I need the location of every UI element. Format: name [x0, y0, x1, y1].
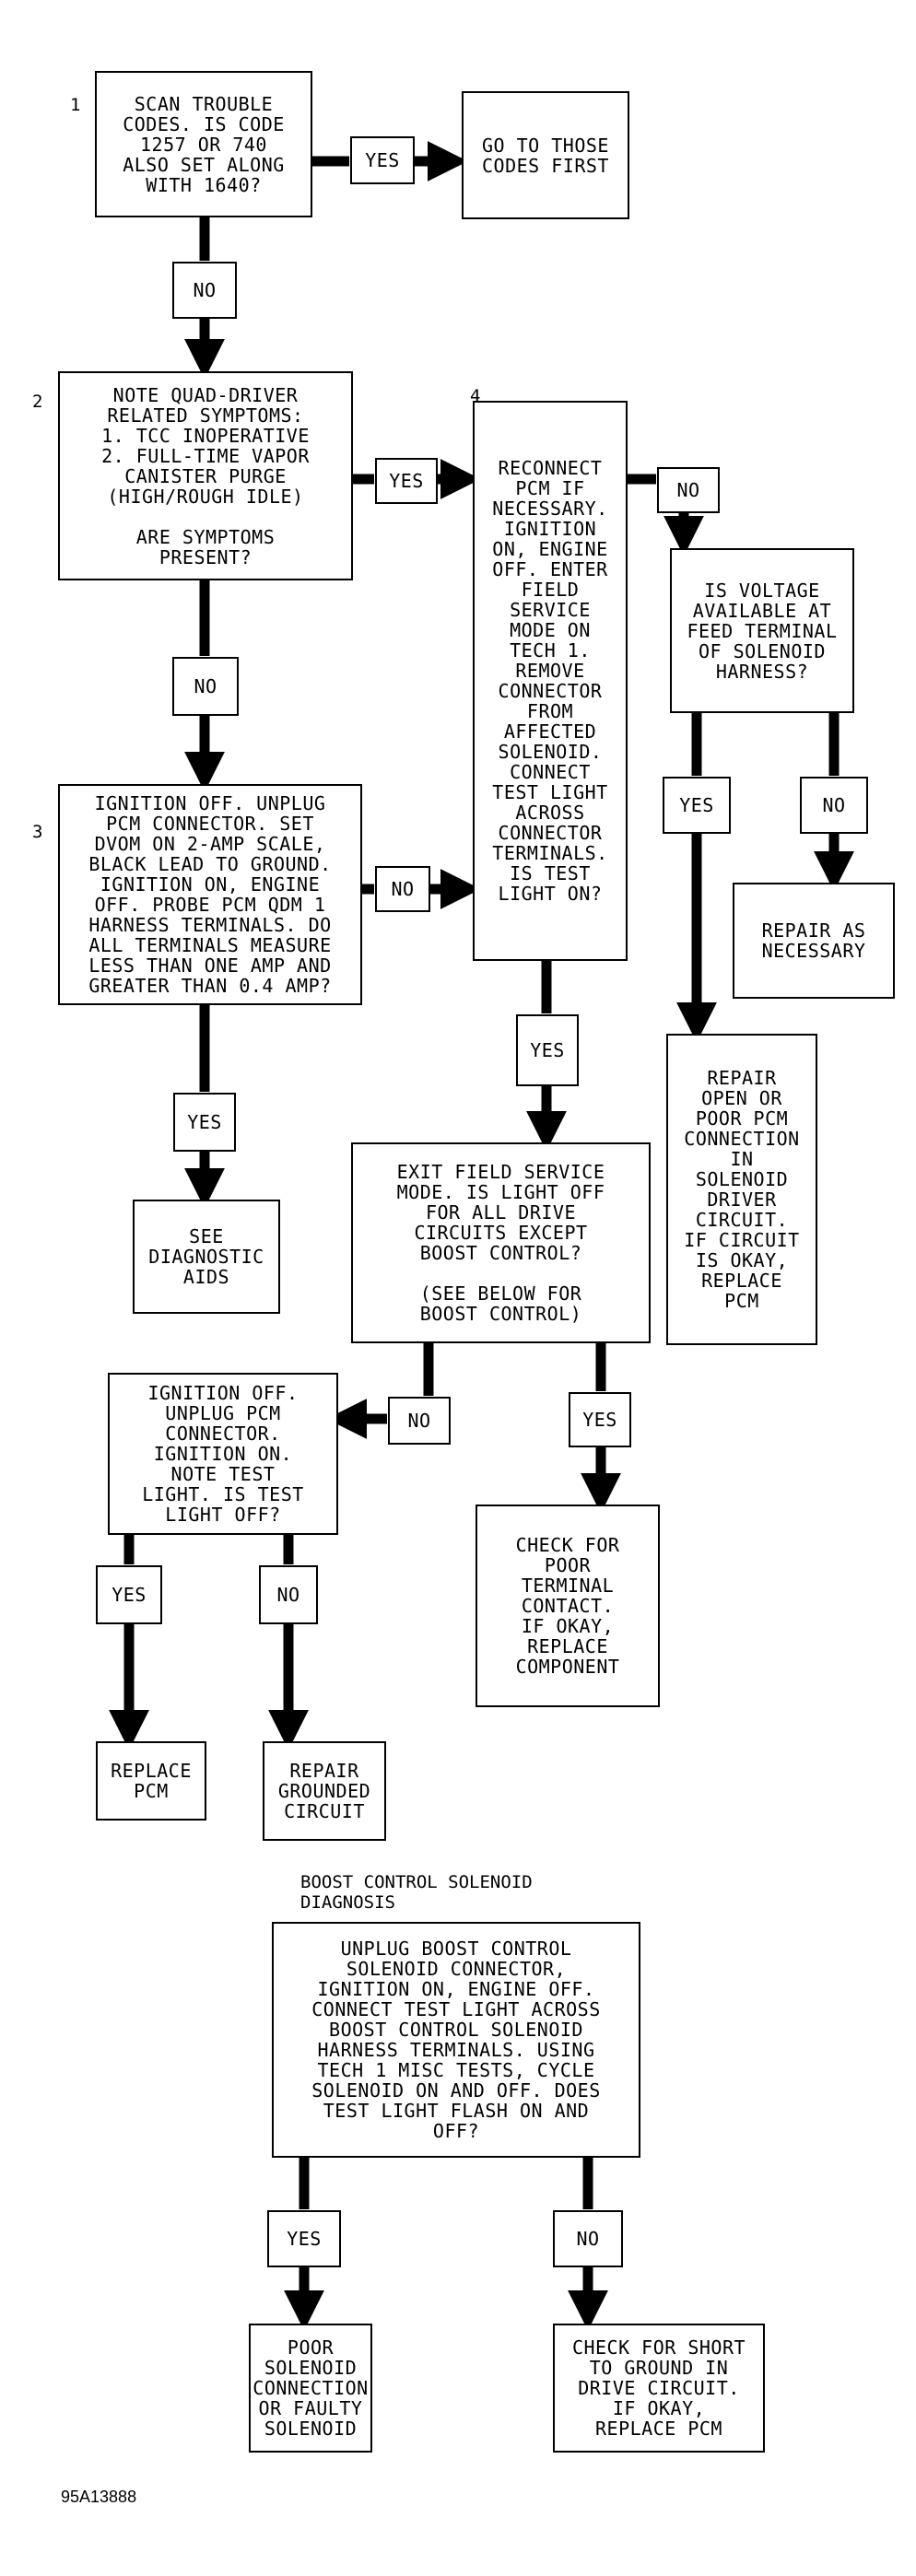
no-label: NO: [172, 262, 237, 319]
no-label: NO: [800, 777, 868, 834]
no-label: NO: [657, 467, 720, 513]
box-text: SCAN TROUBLE CODES. IS CODE 1257 OR 740 …: [123, 92, 285, 196]
go-to-codes-box: GO TO THOSE CODES FIRST: [462, 91, 629, 219]
yes-label: YES: [569, 1392, 631, 1447]
quad-driver-symptoms-box: NOTE QUAD-DRIVER RELATED SYMPTOMS: 1. TC…: [58, 371, 353, 580]
box-text: SEE DIAGNOSTIC AIDS: [148, 1225, 264, 1288]
no-label: NO: [172, 657, 239, 716]
step-number-1: 1: [70, 95, 81, 115]
no-label: NO: [259, 1565, 318, 1624]
figure-id: 95A13888: [61, 2488, 137, 2506]
poor-solenoid-connection-box: POOR SOLENOID CONNECTION OR FAULTY SOLEN…: [249, 2324, 372, 2453]
yes-label: YES: [267, 2210, 341, 2267]
no-label: NO: [375, 866, 430, 912]
check-terminal-contact-box: CHECK FOR POOR TERMINAL CONTACT. IF OKAY…: [476, 1505, 660, 1707]
step-number-3: 3: [32, 822, 43, 842]
box-text: RECONNECT PCM IF NECESSARY. IGNITION ON,…: [492, 457, 608, 905]
box-text: IGNITION OFF. UNPLUG PCM CONNECTOR. IGNI…: [142, 1382, 304, 1526]
ignition-off-note-box: IGNITION OFF. UNPLUG PCM CONNECTOR. IGNI…: [108, 1373, 338, 1535]
voltage-available-box: IS VOLTAGE AVAILABLE AT FEED TERMINAL OF…: [670, 548, 854, 713]
box-text: UNPLUG BOOST CONTROL SOLENOID CONNECTOR,…: [311, 1938, 601, 2142]
boost-control-heading: BOOST CONTROL SOLENOID DIAGNOSIS: [300, 1872, 533, 1913]
step-number-4: 4: [470, 386, 481, 406]
box-text: EXIT FIELD SERVICE MODE. IS LIGHT OFF FO…: [396, 1161, 605, 1325]
scan-trouble-codes-box: SCAN TROUBLE CODES. IS CODE 1257 OR 740 …: [95, 71, 312, 217]
step-number-2: 2: [32, 392, 43, 412]
no-label: NO: [388, 1397, 451, 1445]
box-text: REPAIR AS NECESSARY: [761, 919, 866, 962]
repair-open-box: REPAIR OPEN OR POOR PCM CONNECTION IN SO…: [666, 1034, 817, 1345]
exit-field-service-box: EXIT FIELD SERVICE MODE. IS LIGHT OFF FO…: [351, 1142, 651, 1343]
ignition-off-unplug-box: IGNITION OFF. UNPLUG PCM CONNECTOR. SET …: [58, 784, 362, 1005]
yes-label: YES: [350, 136, 415, 184]
yes-label: YES: [375, 458, 438, 504]
box-text: CHECK FOR POOR TERMINAL CONTACT. IF OKAY…: [515, 1534, 620, 1678]
replace-pcm-box: REPLACE PCM: [96, 1741, 206, 1821]
yes-label: YES: [96, 1565, 162, 1624]
box-text: REPAIR GROUNDED CIRCUIT: [277, 1760, 371, 1822]
no-label: NO: [553, 2210, 623, 2267]
see-diagnostic-aids-box: SEE DIAGNOSTIC AIDS: [133, 1200, 280, 1314]
box-text: IGNITION OFF. UNPLUG PCM CONNECTOR. SET …: [88, 792, 332, 997]
box-text: REPLACE PCM: [111, 1760, 192, 1802]
box-text: NOTE QUAD-DRIVER RELATED SYMPTOMS: 1. TC…: [101, 383, 310, 568]
box-text: GO TO THOSE CODES FIRST: [482, 134, 609, 177]
box-text: CHECK FOR SHORT TO GROUND IN DRIVE CIRCU…: [571, 2336, 746, 2440]
box-text: IS VOLTAGE AVAILABLE AT FEED TERMINAL OF…: [687, 579, 838, 683]
unplug-boost-control-box: UNPLUG BOOST CONTROL SOLENOID CONNECTOR,…: [272, 1922, 640, 2158]
yes-label: YES: [173, 1093, 236, 1152]
yes-label: YES: [516, 1014, 579, 1086]
repair-grounded-circuit-box: REPAIR GROUNDED CIRCUIT: [263, 1741, 386, 1841]
box-text: REPAIR OPEN OR POOR PCM CONNECTION IN SO…: [684, 1067, 800, 1312]
repair-as-necessary-box: REPAIR AS NECESSARY: [733, 883, 895, 999]
reconnect-pcm-box: RECONNECT PCM IF NECESSARY. IGNITION ON,…: [473, 401, 628, 961]
check-for-short-box: CHECK FOR SHORT TO GROUND IN DRIVE CIRCU…: [553, 2324, 765, 2453]
box-text: POOR SOLENOID CONNECTION OR FAULTY SOLEN…: [252, 2336, 369, 2440]
yes-label: YES: [663, 777, 731, 834]
